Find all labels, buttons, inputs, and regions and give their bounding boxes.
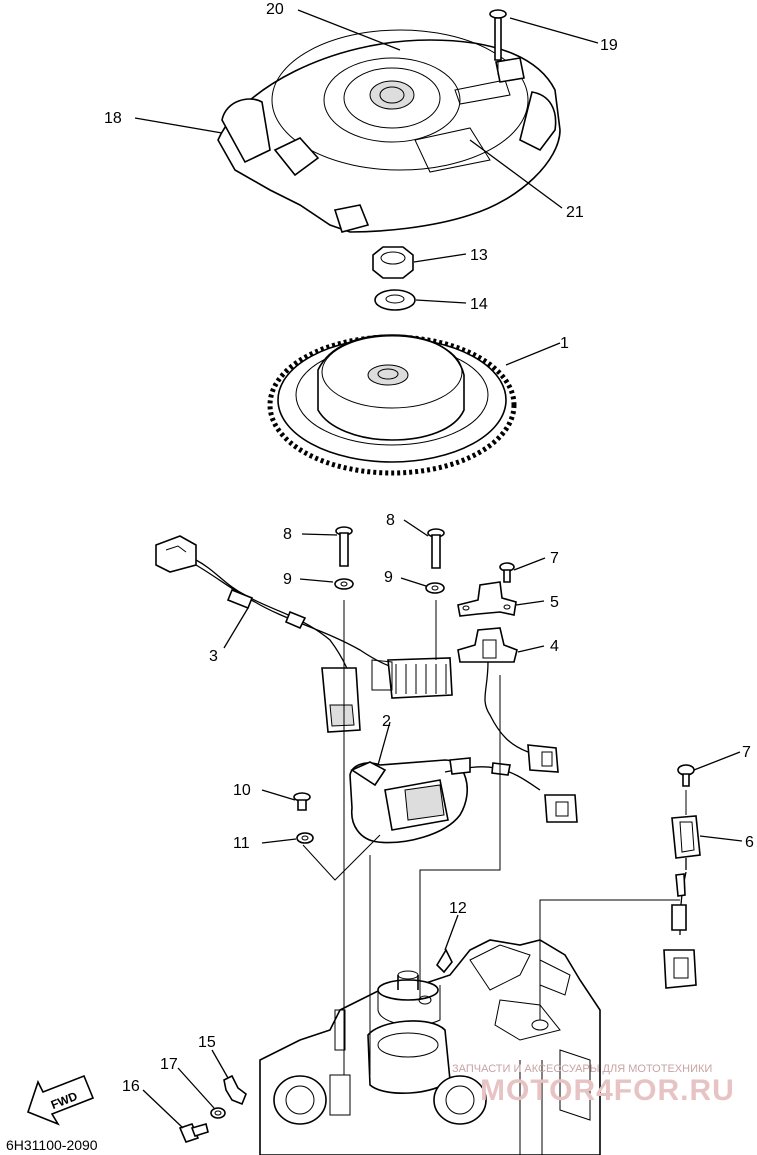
callout-9-right: 9 <box>384 569 393 586</box>
washer-9-left <box>334 578 354 590</box>
callout-21: 21 <box>566 204 584 221</box>
callout-6: 6 <box>745 834 754 851</box>
callout-10: 10 <box>233 782 251 799</box>
nut-13 <box>372 246 414 279</box>
engine-block <box>259 939 601 1155</box>
fwd-arrow: FWD <box>27 1074 95 1126</box>
part-code: 6H31100-2090 <box>6 1137 98 1153</box>
pulser-coil-4 <box>457 627 559 773</box>
sensor-6 <box>663 815 701 989</box>
callout-15: 15 <box>198 1034 216 1051</box>
washer-14 <box>374 289 416 311</box>
washer-17 <box>210 1107 226 1119</box>
washer-11 <box>296 832 314 844</box>
charge-coil-2 <box>349 757 578 844</box>
callout-17: 17 <box>160 1056 178 1073</box>
bolt-8-left <box>335 526 353 567</box>
callout-13: 13 <box>470 247 488 264</box>
callout-12: 12 <box>449 900 467 917</box>
callout-4: 4 <box>550 638 559 655</box>
callout-18: 18 <box>104 110 122 127</box>
flywheel-cover <box>217 29 561 233</box>
callout-19: 19 <box>600 37 618 54</box>
callout-1: 1 <box>560 335 569 352</box>
screw-7-top <box>499 562 515 583</box>
callout-7-top: 7 <box>550 550 559 567</box>
callout-7-right: 7 <box>742 744 751 761</box>
callout-5: 5 <box>550 594 559 611</box>
flywheel <box>267 334 517 476</box>
watermark-tagline: ЗАПЧАСТИ И АКСЕССУАРЫ ДЛЯ МОТОТЕХНИКИ <box>452 1063 712 1075</box>
wire-harness-3 <box>155 535 453 733</box>
part-15-clip <box>223 1074 247 1106</box>
screw-16 <box>178 1123 209 1143</box>
assembly-lines <box>302 60 687 1155</box>
screw-19 <box>489 9 507 61</box>
leader-lines <box>134 9 743 1129</box>
callout-16: 16 <box>122 1078 140 1095</box>
washer-9-right <box>425 582 445 594</box>
bracket-5 <box>457 581 517 617</box>
callout-labels: 20 19 18 21 13 14 1 8 8 7 9 9 5 3 4 2 7 … <box>104 1 754 1095</box>
callout-9-left: 9 <box>283 571 292 588</box>
callout-11: 11 <box>233 835 250 852</box>
watermark: ЗАПЧАСТИ И АКСЕССУАРЫ ДЛЯ МОТОТЕХНИКИ MO… <box>452 1063 735 1107</box>
callout-20: 20 <box>266 1 284 18</box>
screw-7-right <box>677 764 695 787</box>
key-12 <box>435 948 453 974</box>
callout-8-left: 8 <box>283 526 292 543</box>
bolt-8-right <box>427 528 445 569</box>
callout-14: 14 <box>470 296 488 313</box>
bolt-10 <box>293 792 311 811</box>
callout-8-right: 8 <box>386 512 395 529</box>
callout-3: 3 <box>209 648 218 665</box>
callout-2: 2 <box>382 713 391 730</box>
watermark-site: MOTOR4FOR.RU <box>480 1074 735 1107</box>
